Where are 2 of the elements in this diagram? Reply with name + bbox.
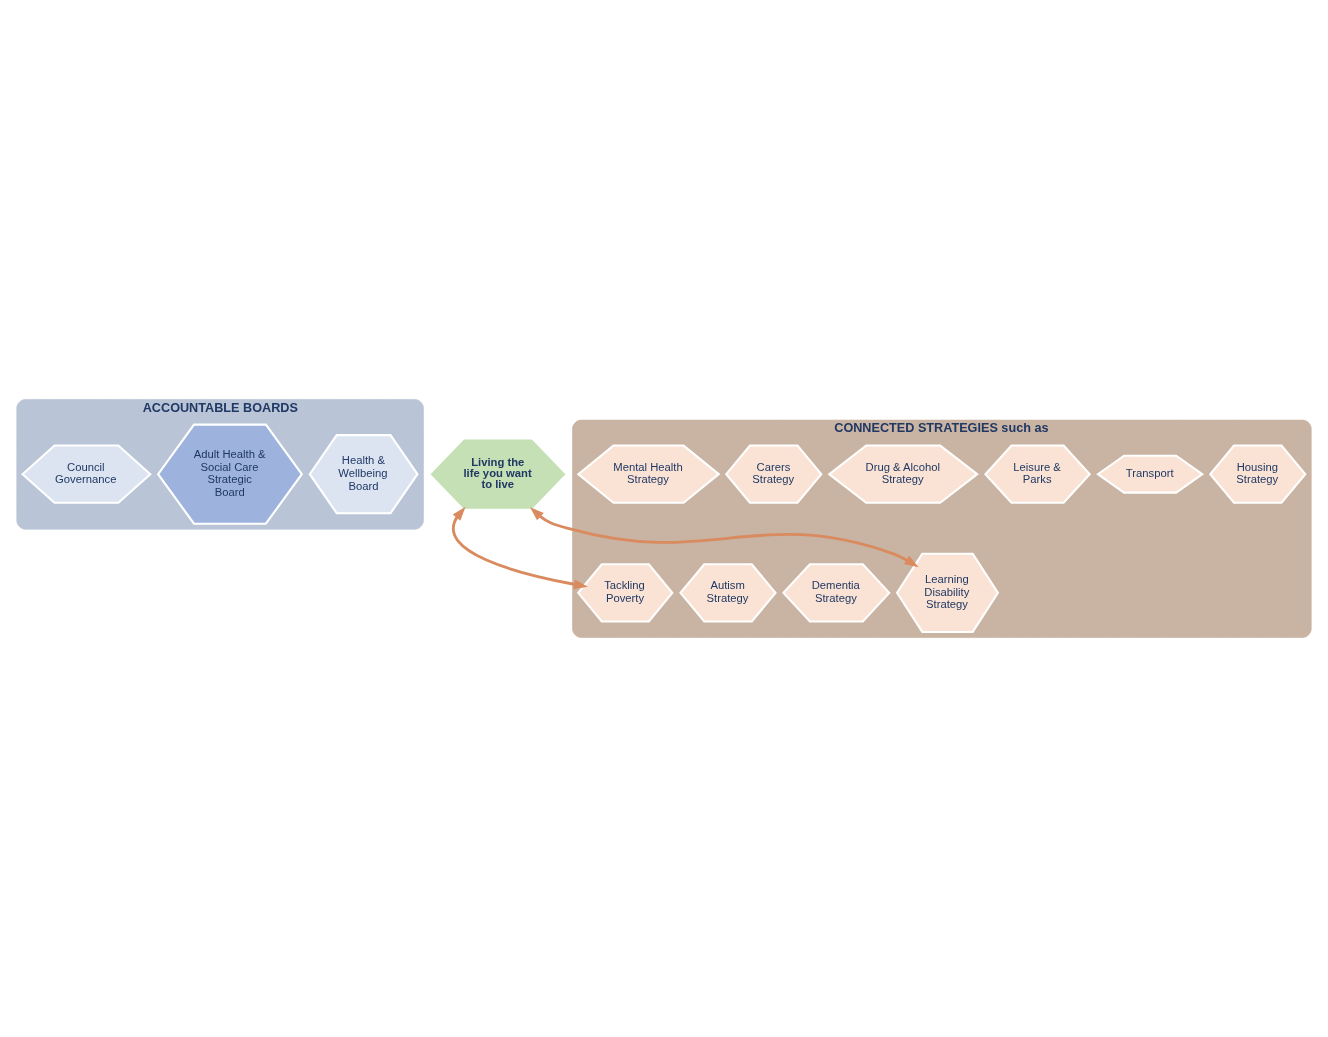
- arrow: [530, 507, 919, 568]
- arrow: [452, 506, 588, 590]
